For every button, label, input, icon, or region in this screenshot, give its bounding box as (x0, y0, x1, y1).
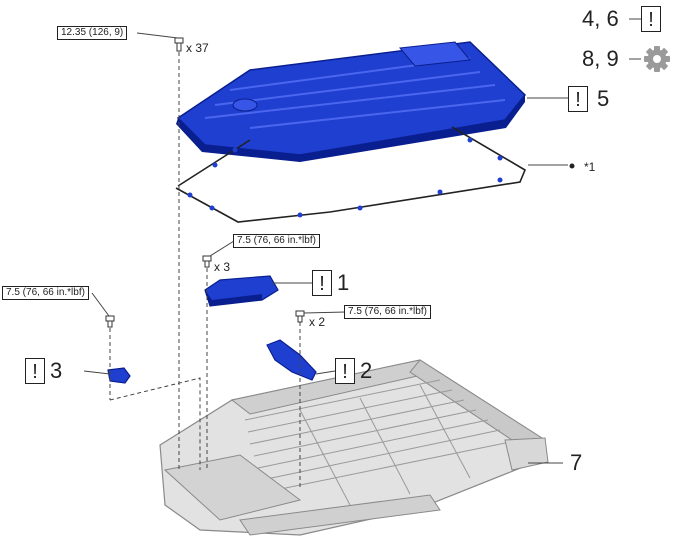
caution-icon-step-4-6: ! (641, 6, 661, 32)
callout-part-5: 5 (597, 86, 610, 111)
qty-part-2-bolts: x 2 (309, 315, 326, 329)
callout-part-2: 2 (360, 358, 373, 383)
callout-step-4-6: 4, 6 (582, 6, 619, 31)
alignment-lines (109, 52, 301, 490)
part-1-bracket (204, 275, 279, 307)
gasket-clips (187, 137, 503, 218)
caution-icon-part-3: ! (25, 358, 45, 384)
battery-tray-assembly (159, 359, 549, 536)
caution-icon-part-2: ! (335, 358, 355, 384)
callout-step-8-9: 8, 9 (582, 46, 619, 71)
torque-spec-part-1-bolts: 7.5 (76, 66 in.*lbf) (233, 234, 320, 248)
leader-lines (83, 18, 641, 464)
torque-spec-part-2-bolts: 7.5 (76, 66 in.*lbf) (344, 305, 431, 319)
part-3-clip (107, 367, 131, 384)
callout-part-7: 7 (570, 450, 583, 475)
qty-cover-bolts: x 37 (186, 41, 209, 55)
callout-part-3: 3 (50, 358, 63, 383)
torque-spec-cover-bolts: 12.35 (126, 9) (57, 26, 128, 40)
bolt-icons (105, 37, 305, 328)
qty-part-1-bolts: x 3 (214, 260, 231, 274)
callout-part-1: 1 (337, 270, 350, 295)
gasket-note: *1 (584, 160, 596, 174)
gear-icon (644, 46, 670, 72)
upper-case-cover (176, 41, 527, 162)
part-2-bracket (266, 339, 317, 381)
caution-icon-part-5: ! (568, 86, 588, 112)
caution-icon-part-1: ! (312, 270, 332, 296)
torque-spec-part-3-bolt: 7.5 (76, 66 in.*lbf) (2, 286, 89, 300)
note-bullet (569, 163, 575, 169)
